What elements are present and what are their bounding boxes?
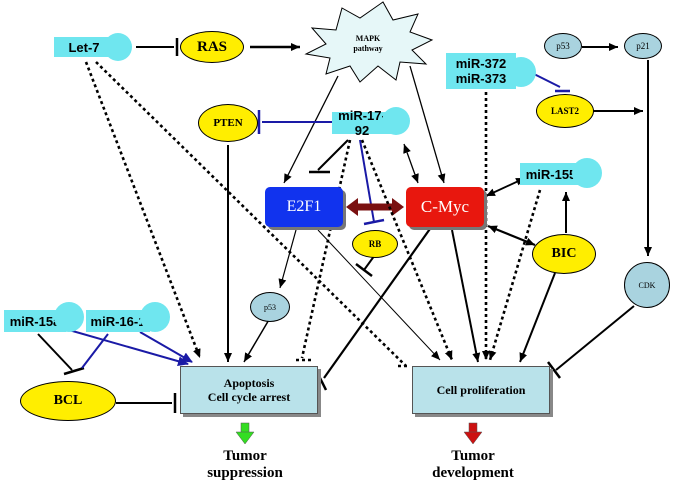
edge-cmyc-mir1792 (403, 143, 419, 184)
last2-gene: LAST2 (536, 94, 594, 128)
mapk-pathway-label: MAPK pathway (338, 28, 398, 60)
cdk-node: CDK (624, 262, 670, 308)
let7-mirna: Let-7 (54, 37, 114, 57)
edge-rb-inhibits-bar (355, 263, 373, 277)
cell-proliferation-box: Cell proliferation (412, 366, 550, 414)
mapk-pathway-burst (304, 1, 434, 83)
mir372-label: miR-372 (455, 56, 507, 71)
let7-mirna-loop (104, 33, 132, 61)
mir155-label: miR-155 (525, 166, 577, 182)
edge-mapk-to-e2f1 (283, 75, 339, 184)
cell-proliferation-label: Cell proliferation (436, 383, 526, 397)
mir161-mirna: miR-16-1 (86, 310, 150, 332)
p21-node: p21 (624, 33, 662, 59)
rb-gene: RB (352, 230, 398, 258)
e2f1-gene: E2F1 (265, 187, 343, 227)
edge-cdk-inhibits-proliferation-bar (547, 361, 561, 379)
mir15a-mirna-loop (54, 302, 84, 332)
edge-mir372-inhibits-last2 (531, 72, 561, 88)
tumor-suppression-line2: suppression (207, 465, 283, 481)
edge-e2f1-cmyc-head-right (392, 198, 404, 216)
tumor-development-outcome: Tumor development (418, 448, 528, 482)
mir161-mirna-loop (140, 302, 170, 332)
p53-mid-label: p53 (264, 302, 276, 312)
mir372-mirna-loop (506, 57, 536, 87)
mapk-pathway-line2: pathway (353, 44, 383, 53)
mir372-373-mirna: miR-372 miR-373 (446, 53, 516, 89)
ras-gene: RAS (180, 31, 244, 63)
tumor-suppression-outcome: Tumor suppression (190, 448, 300, 482)
e2f1-label: E2F1 (286, 198, 322, 215)
edge-cmyc-mir155 (485, 177, 526, 197)
mir15a-label: miR-15a (9, 313, 61, 329)
mir15a-mirna: miR-15a (4, 310, 66, 332)
edge-e2f1-to-p53 (278, 229, 297, 289)
apoptosis-cell-cycle-arrest-box: Apoptosis Cell cycle arrest (180, 366, 318, 414)
p53-top-node: p53 (544, 33, 582, 59)
tumor-development-line1: Tumor (451, 448, 495, 464)
mir1792-mirna: miR-17-92 (332, 108, 392, 138)
mir1792-mirna-loop (382, 107, 410, 135)
edge-cmyc-inhibits-apoptosis (323, 225, 433, 379)
pten-gene: PTEN (198, 104, 258, 142)
tumor-suppression-line1: Tumor (223, 448, 267, 464)
edge-let7-to-proliferation-dotted (95, 61, 407, 367)
edge-mir155-to-proliferation-dotted (488, 189, 542, 361)
cell-cycle-arrest-label: Cell cycle arrest (207, 390, 291, 404)
bic-gene: BIC (532, 234, 596, 274)
mir155-mirna-loop (572, 158, 602, 188)
p53-mid-node: p53 (250, 292, 290, 322)
edge-mir1792-inhibits-rb-bar (363, 218, 385, 226)
edge-mir1792-to-apoptosis-dotted (300, 139, 352, 359)
rb-label: RB (368, 239, 382, 249)
edge-mapk-to-cmyc (409, 65, 446, 184)
edge-mir161-to-apoptosis (139, 331, 193, 363)
mir155-mirna: miR-155 (520, 163, 582, 185)
bcl-gene: BCL (20, 381, 116, 421)
edge-mir1792-inhibits-e2f1 (317, 139, 349, 171)
edge-mir15a-to-apoptosis (61, 327, 189, 367)
apoptosis-label: Apoptosis (223, 376, 275, 390)
edge-p53-to-apoptosis (243, 317, 271, 363)
tumor-development-line2: development (432, 465, 514, 481)
edge-e2f1-cmyc-head-left (346, 198, 358, 216)
mir161-label: miR-16-1 (90, 313, 146, 329)
bic-label: BIC (551, 246, 577, 261)
edge-e2f1-to-proliferation (317, 229, 441, 361)
tumor-suppression-arrow (235, 422, 255, 445)
edge-mir15a-inhibits-bcl (37, 333, 73, 371)
mapk-pathway-line1: MAPK (355, 34, 381, 43)
let7-label: Let-7 (68, 39, 100, 55)
cdk-label: CDK (638, 280, 656, 290)
cmyc-gene: C-Myc (406, 187, 484, 227)
pten-label: PTEN (213, 117, 243, 129)
edge-mir15a-inhibits-bcl-bar (63, 366, 85, 376)
bcl-label: BCL (53, 393, 83, 408)
mir1792-label: miR-17-92 (338, 108, 386, 138)
edge-cmyc-to-proliferation (451, 229, 481, 363)
tumor-development-arrow (463, 422, 483, 445)
last2-label: LAST2 (550, 106, 579, 116)
p53-top-label: p53 (556, 41, 570, 51)
ras-label: RAS (196, 38, 227, 55)
edge-cdk-inhibits-proliferation (555, 305, 635, 371)
edge-let7-to-apoptosis-dotted (84, 61, 202, 359)
edge-bic-to-proliferation (519, 272, 556, 363)
edge-bic-cmyc (487, 224, 536, 247)
p21-label: p21 (636, 41, 650, 51)
edge-mir1792-to-proliferation-dotted (360, 139, 454, 361)
mir373-label: miR-373 (455, 71, 507, 86)
cmyc-label: C-Myc (420, 197, 470, 216)
